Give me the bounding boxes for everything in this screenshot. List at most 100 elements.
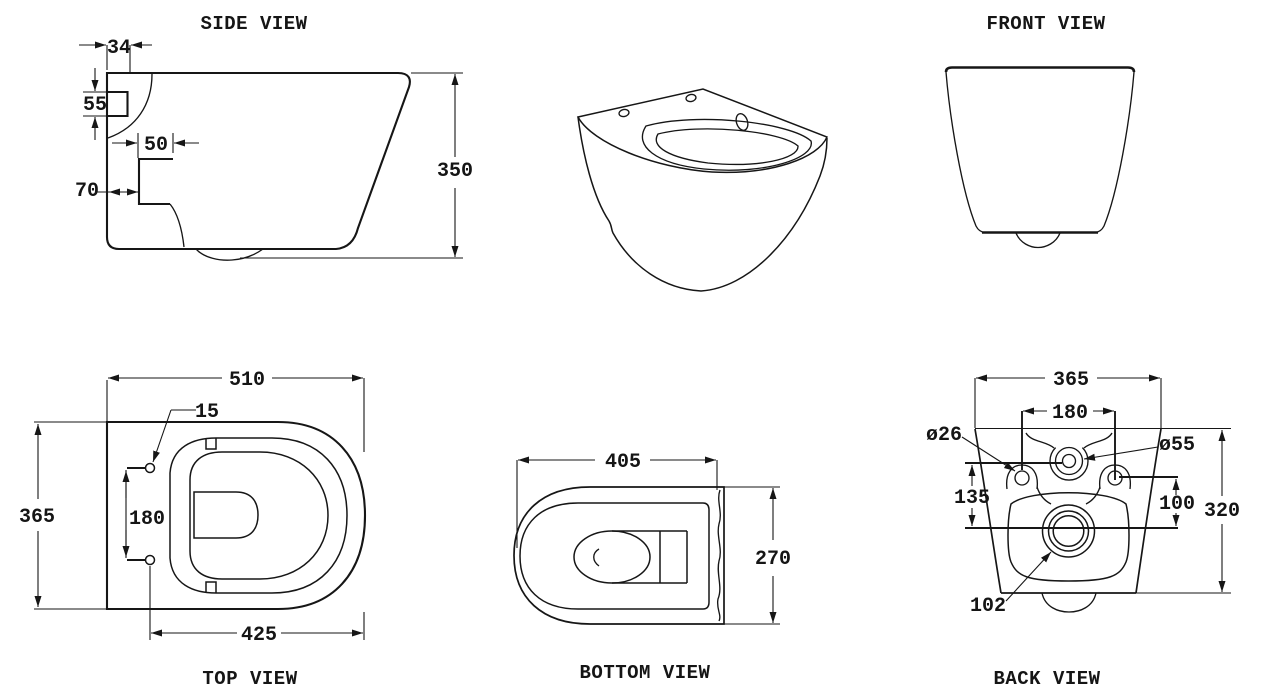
side-view-mounting-notch: [107, 90, 129, 118]
dim-label: ø26: [926, 424, 962, 447]
back-view-mound-join-right: [1085, 486, 1101, 505]
side-view-outline: [105, 71, 411, 251]
dim-label: 425: [241, 624, 277, 647]
dim-back-hole-height: 100: [1119, 476, 1195, 526]
back-view-outlet-mid: [1047, 510, 1090, 552]
bottom-view-trap-oval: [573, 530, 651, 584]
top-view-outline: [105, 420, 367, 611]
perspective-flush-spout: [735, 113, 749, 131]
dim-back-inlet-height: 135: [954, 462, 1178, 529]
dim-label: 180: [1052, 402, 1088, 425]
dim-top-width: 365: [19, 421, 107, 610]
top-view-bowl: [189, 451, 329, 580]
front-view-right-side: [1094, 71, 1135, 234]
perspective-rim-deck: [576, 88, 828, 174]
dim-top-seat-depth: 425: [149, 566, 365, 647]
dim-side-step-width: 50: [112, 133, 199, 158]
back-view-outlet-inner: [1052, 514, 1085, 548]
leader-arrow: [1005, 551, 1052, 602]
perspective-bowl-rim-inner: [655, 128, 799, 166]
front-view: FRONT VIEW: [944, 13, 1136, 249]
back-view-mound-join-left: [1036, 486, 1052, 505]
top-view-hinge-notch-bottom: [205, 581, 217, 593]
leader-arrow: [1083, 446, 1159, 461]
back-view-mount-hole-left: [1014, 470, 1030, 486]
top-view-flush-area: [193, 491, 259, 539]
dim-label: 365: [1053, 369, 1089, 392]
perspective-bowl-rim-outer: [641, 118, 812, 171]
dim-label: 510: [229, 369, 265, 392]
top-view-hinge-notch-top: [205, 438, 217, 450]
dim-side-wall-offset: 70: [75, 180, 139, 203]
top-view-inner-rim: [169, 437, 348, 594]
dim-label: 34: [107, 37, 131, 60]
dim-back-outlet-diameter: 102: [970, 551, 1052, 618]
dim-bottom-width: 270: [724, 486, 791, 625]
bottom-view-title: BOTTOM VIEW: [580, 662, 711, 684]
dim-top-depth: 510: [106, 369, 365, 452]
dim-back-hole-spacing: 180: [1021, 402, 1116, 480]
dim-top-hole-diameter: 15: [152, 401, 219, 463]
top-view: TOP VIEW 510 15 365: [19, 369, 367, 690]
dim-label: 180: [129, 508, 165, 531]
dim-label: 15: [195, 401, 219, 424]
perspective-body: [577, 116, 828, 292]
dim-label: 270: [755, 548, 791, 571]
back-view-recess-curve-right: [1083, 432, 1113, 449]
dim-label: 102: [970, 595, 1006, 618]
front-view-left-side: [945, 71, 986, 234]
back-view-left-side: [974, 428, 1002, 594]
front-view-top-edge: [944, 66, 1136, 73]
dim-side-top-offset: 34: [79, 37, 152, 72]
front-view-bottom-bump: [1015, 232, 1061, 249]
front-view-title: FRONT VIEW: [986, 13, 1105, 35]
dim-side-notch-height: 55: [83, 68, 107, 140]
back-view-title: BACK VIEW: [993, 668, 1100, 690]
top-view-seat-hole-bottom: [144, 554, 156, 566]
side-view-bottom-bump: [195, 248, 264, 261]
back-view-outlet-boss: [1007, 492, 1130, 582]
dim-label: 320: [1204, 500, 1240, 523]
dim-label: 135: [954, 487, 990, 510]
back-view: BACK VIEW 365: [926, 369, 1240, 690]
leader-arrow: [961, 436, 1016, 472]
dim-label: 50: [144, 134, 168, 157]
dim-label: 405: [605, 451, 641, 474]
dim-bottom-depth: 405: [516, 451, 718, 548]
perspective-view: [576, 88, 828, 292]
dim-top-hole-spacing: 180: [122, 470, 165, 558]
back-view-right-side: [1135, 428, 1162, 594]
perspective-seat-hole-left: [618, 108, 630, 118]
back-view-bottom-bump: [1041, 592, 1097, 613]
perspective-seat-hole-right: [685, 93, 697, 103]
dim-back-inlet-diameter: ø55: [1083, 434, 1195, 461]
back-view-inlet-inner: [1061, 453, 1077, 469]
dim-label: 55: [83, 94, 107, 117]
side-view-title: SIDE VIEW: [200, 13, 307, 35]
bottom-view-outline: [513, 486, 725, 625]
dim-back-height: 320: [1204, 430, 1240, 592]
back-view-recess-curve-left: [1025, 432, 1055, 449]
side-view: SIDE VIEW 34 55 50: [75, 13, 473, 261]
dim-label: 350: [437, 160, 473, 183]
dim-back-top-width: 365: [974, 369, 1162, 428]
dim-label: 70: [75, 180, 99, 203]
dim-back-hole-diameter: ø26: [926, 424, 1016, 472]
top-view-seat-hole-top: [144, 462, 156, 474]
side-view-rim-curve: [107, 73, 153, 139]
side-view-drain-curve: [169, 203, 185, 248]
bottom-view: BOTTOM VIEW 405 270: [513, 451, 791, 684]
dim-label: ø55: [1159, 434, 1195, 457]
bottom-view-trap-arc: [593, 548, 600, 567]
side-view-drain-step: [137, 157, 173, 206]
bottom-view-inner-outline: [519, 502, 710, 610]
back-view-outlet-outer: [1041, 504, 1096, 558]
leader-arrow: [152, 409, 172, 463]
back-view-inlet-outer: [1054, 446, 1084, 476]
dim-side-height: 350: [240, 72, 473, 259]
bottom-view-break-line: [716, 489, 721, 622]
dim-label: 365: [19, 506, 55, 529]
dim-label: 100: [1159, 493, 1195, 516]
